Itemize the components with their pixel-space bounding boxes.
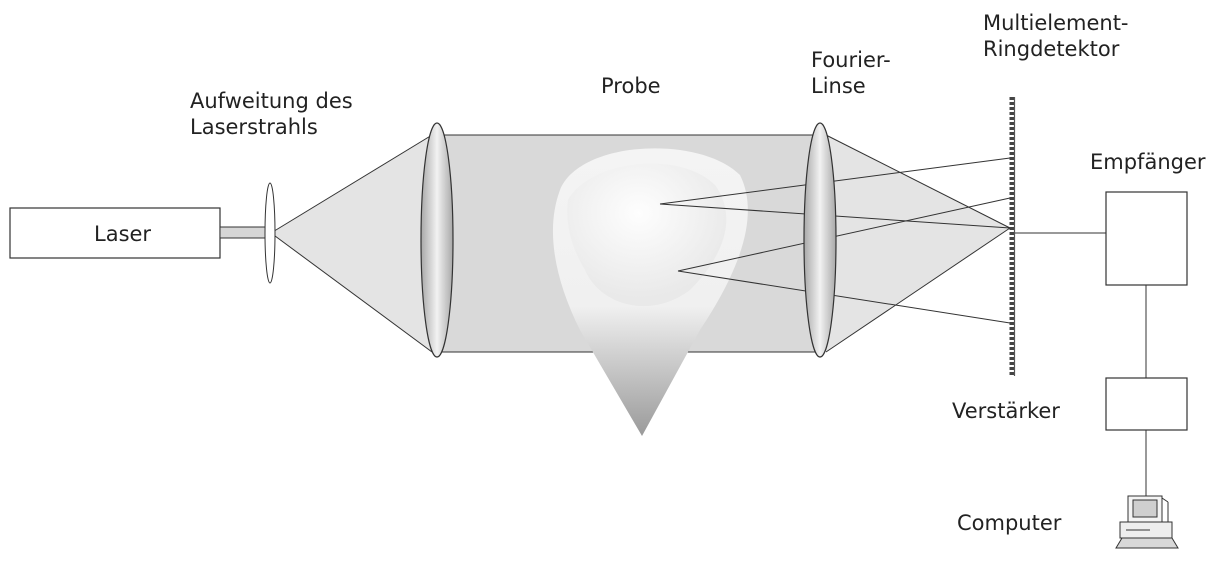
ring-detector <box>1009 97 1016 376</box>
laser-label: Laser <box>94 222 151 246</box>
converge-edge-bottom <box>825 227 1011 353</box>
detector-label-line1: Multielement- <box>983 11 1129 35</box>
laser-source: Laser <box>9 207 221 259</box>
fourier-label-line2: Linse <box>811 74 866 98</box>
amplifier-box <box>1105 377 1188 431</box>
converge-edge-top <box>825 134 1011 229</box>
cone-edge-top <box>270 134 433 234</box>
amplifier-label: Verstärker <box>952 399 1060 423</box>
desktop-computer-icon <box>1115 495 1179 549</box>
sample-label: Probe <box>601 74 661 98</box>
cone-edge-bottom <box>270 232 433 353</box>
detector-label-line2: Ringdetektor <box>983 37 1120 61</box>
laser-beam-tube <box>219 226 269 239</box>
computer-label: Computer <box>957 511 1062 535</box>
collimating-lens <box>420 122 454 358</box>
expansion-label-line2: Laserstrahls <box>190 115 318 139</box>
receiver-label: Empfänger <box>1090 150 1206 174</box>
converging-cone <box>826 135 1010 352</box>
fourier-label-line1: Fourier- <box>811 48 891 72</box>
receiver-box <box>1105 191 1188 286</box>
expansion-label-line1: Aufweitung des <box>190 89 353 113</box>
expansion-lens <box>264 182 276 284</box>
fourier-lens <box>803 122 837 358</box>
expansion-cone <box>271 135 432 352</box>
sample-drop <box>552 148 748 437</box>
